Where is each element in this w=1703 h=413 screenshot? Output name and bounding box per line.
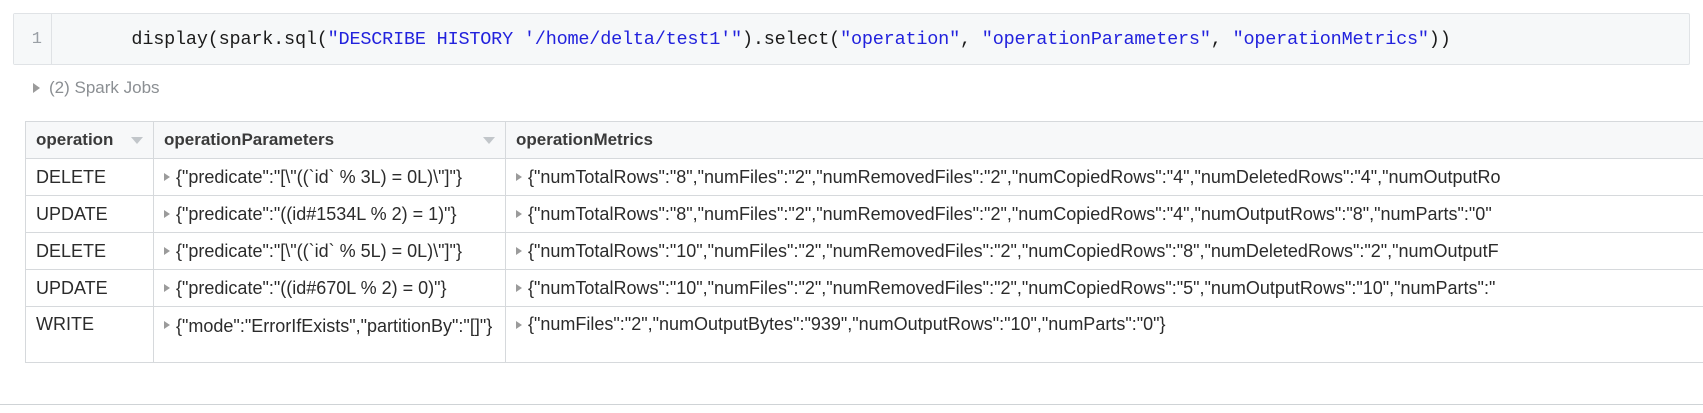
json-value: {"numFiles":"2","numOutputBytes":"939","… — [528, 314, 1166, 334]
expand-triangle-icon[interactable] — [164, 321, 170, 329]
result-table: operation operationParameters operationM… — [25, 121, 1703, 363]
code-line[interactable]: display(spark.sql("DESCRIBE HISTORY '/ho… — [52, 8, 1451, 71]
cell-operation-parameters[interactable]: {"predicate":"((id#670L % 2) = 0)"} — [154, 270, 506, 306]
line-number-gutter: 1 — [14, 14, 52, 64]
spark-jobs-toggle[interactable]: (2) Spark Jobs — [33, 78, 160, 98]
table-header-row: operation operationParameters operationM… — [26, 122, 1703, 159]
chevron-down-icon[interactable] — [483, 136, 495, 144]
code-token-string: "operationMetrics" — [1232, 28, 1429, 50]
table-row[interactable]: WRITE {"mode":"ErrorIfExists","partition… — [26, 307, 1703, 363]
json-value: {"mode":"ErrorIfExists","partitionBy":"[… — [176, 316, 493, 336]
expand-triangle-icon[interactable] — [516, 210, 522, 218]
json-value: {"numTotalRows":"8","numFiles":"2","numR… — [528, 166, 1501, 187]
code-token-string: "operationParameters" — [981, 28, 1211, 50]
cell-operation-metrics[interactable]: {"numTotalRows":"10","numFiles":"2","num… — [506, 270, 1703, 306]
table-row[interactable]: DELETE {"predicate":"[\"((`id` % 5L) = 0… — [26, 233, 1703, 270]
cell-operation-metrics[interactable]: {"numTotalRows":"10","numFiles":"2","num… — [506, 233, 1703, 269]
cell-operation: UPDATE — [26, 196, 154, 232]
cell-operation-metrics[interactable]: {"numTotalRows":"8","numFiles":"2","numR… — [506, 159, 1703, 195]
expand-triangle-icon[interactable] — [516, 173, 522, 181]
json-value: {"predicate":"[\"((`id` % 5L) = 0L)\"]"} — [176, 240, 462, 261]
column-header-label: operationMetrics — [516, 130, 653, 149]
cell-operation-parameters[interactable]: {"predicate":"((id#1534L % 2) = 1)"} — [154, 196, 506, 232]
expand-triangle-icon[interactable] — [516, 284, 522, 292]
cell-operation-metrics[interactable]: {"numFiles":"2","numOutputBytes":"939","… — [506, 307, 1703, 362]
cell-operation-parameters[interactable]: {"mode":"ErrorIfExists","partitionBy":"[… — [154, 307, 506, 362]
expand-triangle-icon[interactable] — [164, 247, 170, 255]
json-value: {"numTotalRows":"8","numFiles":"2","numR… — [528, 203, 1492, 224]
json-value: {"predicate":"[\"((`id` % 3L) = 0L)\"]"} — [176, 166, 462, 187]
code-token-string: "DESCRIBE HISTORY '/home/delta/test1'" — [327, 28, 742, 50]
cell-operation: DELETE — [26, 233, 154, 269]
table-row[interactable]: DELETE {"predicate":"[\"((`id` % 3L) = 0… — [26, 159, 1703, 196]
column-header-label: operationParameters — [164, 130, 335, 149]
table-row[interactable]: UPDATE {"predicate":"((id#670L % 2) = 0)… — [26, 270, 1703, 307]
json-value: {"predicate":"((id#1534L % 2) = 1)"} — [176, 203, 457, 224]
chevron-right-icon — [33, 83, 40, 93]
cell-operation-metrics[interactable]: {"numTotalRows":"8","numFiles":"2","numR… — [506, 196, 1703, 232]
cell-operation: DELETE — [26, 159, 154, 195]
code-token: , — [959, 28, 982, 50]
spark-jobs-label: (2) Spark Jobs — [49, 78, 160, 97]
table-row[interactable]: UPDATE {"predicate":"((id#1534L % 2) = 1… — [26, 196, 1703, 233]
column-header-operation[interactable]: operation — [26, 122, 154, 158]
code-token: ).select( — [741, 28, 841, 50]
code-token-string: "operation" — [840, 28, 960, 50]
code-token: display(spark.sql( — [131, 28, 328, 50]
column-header-operation-metrics[interactable]: operationMetrics — [506, 122, 1703, 158]
bottom-divider — [0, 404, 1703, 405]
code-token: , — [1210, 28, 1233, 50]
expand-triangle-icon[interactable] — [164, 210, 170, 218]
cell-operation: UPDATE — [26, 270, 154, 306]
expand-triangle-icon[interactable] — [164, 173, 170, 181]
cell-operation-parameters[interactable]: {"predicate":"[\"((`id` % 5L) = 0L)\"]"} — [154, 233, 506, 269]
expand-triangle-icon[interactable] — [516, 247, 522, 255]
expand-triangle-icon[interactable] — [164, 284, 170, 292]
column-header-label: operation — [36, 130, 114, 149]
code-cell[interactable]: 1 display(spark.sql("DESCRIBE HISTORY '/… — [13, 13, 1690, 65]
cell-operation: WRITE — [26, 307, 154, 362]
column-header-operation-parameters[interactable]: operationParameters — [154, 122, 506, 158]
code-token: )) — [1428, 28, 1451, 50]
json-value: {"numTotalRows":"10","numFiles":"2","num… — [528, 240, 1499, 261]
json-value: {"predicate":"((id#670L % 2) = 0)"} — [176, 277, 447, 298]
expand-triangle-icon[interactable] — [516, 321, 522, 329]
json-value: {"numTotalRows":"10","numFiles":"2","num… — [528, 277, 1496, 298]
chevron-down-icon[interactable] — [131, 136, 143, 144]
cell-operation-parameters[interactable]: {"predicate":"[\"((`id` % 3L) = 0L)\"]"} — [154, 159, 506, 195]
